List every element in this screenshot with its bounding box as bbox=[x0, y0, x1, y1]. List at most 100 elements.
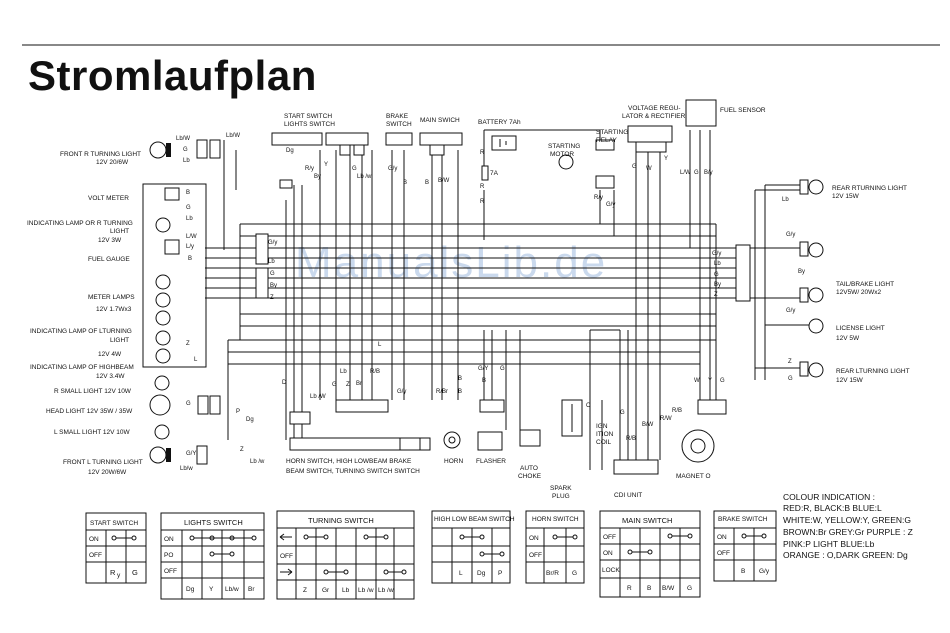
svg-text:W: W bbox=[646, 166, 652, 172]
svg-text:G: G bbox=[332, 382, 337, 388]
svg-text:L/W: L/W bbox=[186, 234, 197, 240]
svg-text:G/y: G/y bbox=[786, 232, 795, 238]
svg-text:Z: Z bbox=[346, 382, 350, 388]
svg-text:START SWITCH: START SWITCH bbox=[284, 113, 332, 120]
svg-text:Br: Br bbox=[356, 381, 362, 387]
svg-text:R: R bbox=[480, 150, 485, 156]
front-r-turning-light bbox=[149, 139, 221, 159]
svg-text:FRONT L TURNING LIGHT: FRONT L TURNING LIGHT bbox=[63, 459, 143, 466]
svg-text:P: P bbox=[498, 570, 502, 577]
svg-text:LIGHTS SWITCH: LIGHTS SWITCH bbox=[284, 121, 335, 128]
svg-text:R: R bbox=[480, 184, 485, 190]
svg-text:G: G bbox=[186, 205, 191, 211]
front-l-turning-light bbox=[149, 445, 208, 465]
svg-text:Lb: Lb bbox=[183, 158, 190, 164]
svg-text:G: G bbox=[270, 271, 275, 277]
svg-text:CDI UNIT: CDI UNIT bbox=[614, 492, 642, 499]
svg-text:G: G bbox=[632, 164, 637, 170]
svg-text:Lb/W: Lb/W bbox=[226, 133, 240, 139]
svg-text:G/y: G/y bbox=[397, 389, 406, 395]
svg-text:Gr: Gr bbox=[322, 587, 330, 594]
svg-text:R: R bbox=[627, 585, 632, 592]
svg-text:HORN: HORN bbox=[444, 458, 463, 465]
svg-text:Z: Z bbox=[270, 295, 274, 301]
svg-text:12V 3.4W: 12V 3.4W bbox=[96, 373, 125, 380]
svg-text:Y: Y bbox=[324, 162, 328, 168]
svg-text:Lb /W: Lb /W bbox=[310, 394, 326, 400]
svg-text:BATTERY 7Ah: BATTERY 7Ah bbox=[478, 119, 521, 126]
start-switch-table: START SWITCH ON OFF R y G bbox=[85, 512, 147, 584]
svg-text:12V5W/ 20Wx2: 12V5W/ 20Wx2 bbox=[836, 289, 882, 296]
svg-text:Z: Z bbox=[186, 341, 190, 347]
svg-text:G/y: G/y bbox=[268, 240, 277, 246]
svg-text:R/B: R/B bbox=[626, 436, 636, 442]
svg-text:START SWITCH: START SWITCH bbox=[90, 520, 138, 527]
svg-text:G/y: G/y bbox=[606, 202, 615, 208]
svg-text:FRONT R TURNING LIGHT: FRONT R TURNING LIGHT bbox=[60, 151, 141, 158]
svg-text:R SMALL LIGHT 12V 10W: R SMALL LIGHT 12V 10W bbox=[54, 388, 132, 395]
svg-text:R/W: R/W bbox=[660, 416, 672, 422]
svg-text:By: By bbox=[314, 174, 321, 180]
meter-panel bbox=[142, 183, 207, 368]
svg-text:12V 4W: 12V 4W bbox=[98, 351, 122, 358]
svg-text:BEAM SWITCH, TURNING SWITCH: BEAM SWITCH, TURNING SWITCH SWITCH bbox=[286, 468, 420, 475]
svg-text:Dg: Dg bbox=[186, 586, 195, 593]
svg-text:R/B: R/B bbox=[672, 408, 682, 414]
svg-text:G: G bbox=[183, 147, 188, 153]
svg-text:SPARK: SPARK bbox=[550, 485, 572, 492]
svg-text:Lb: Lb bbox=[268, 259, 275, 265]
svg-text:By: By bbox=[270, 283, 277, 289]
component-labels: FRONT R TURNING LIGHT 12V 20/6W VOLT MET… bbox=[27, 105, 910, 500]
svg-text:B: B bbox=[403, 180, 407, 186]
turning-switch-table: TURNING SWITCH OFF Z Gr Lb Lb /w Lb /w bbox=[276, 510, 415, 600]
svg-text:INDICATING LAMP OF LTURNING: INDICATING LAMP OF LTURNING bbox=[30, 328, 132, 335]
svg-text:REAR RTURNING LIGHT: REAR RTURNING LIGHT bbox=[832, 185, 907, 192]
svg-text:G: G bbox=[620, 410, 625, 416]
svg-text:Lb: Lb bbox=[714, 261, 721, 267]
svg-text:12V 20/6W: 12V 20/6W bbox=[96, 159, 129, 166]
svg-text:MAGNET O: MAGNET O bbox=[676, 473, 711, 480]
svg-text:LICENSE LIGHT: LICENSE LIGHT bbox=[836, 325, 885, 332]
svg-text:Dg: Dg bbox=[477, 570, 486, 577]
svg-text:Dg: Dg bbox=[246, 417, 254, 423]
svg-text:L/y: L/y bbox=[186, 244, 194, 250]
svg-text:AUTO: AUTO bbox=[520, 465, 538, 472]
svg-text:G: G bbox=[572, 570, 577, 577]
svg-text:Lb: Lb bbox=[342, 587, 350, 594]
svg-text:ON: ON bbox=[717, 534, 727, 541]
svg-text:Y: Y bbox=[209, 586, 214, 593]
svg-text:7A: 7A bbox=[490, 170, 499, 177]
svg-text:Lb/w: Lb/w bbox=[225, 586, 239, 593]
svg-text:B: B bbox=[458, 389, 462, 395]
regulator-and-fuel-sensor bbox=[627, 99, 717, 153]
horn-center bbox=[448, 436, 456, 444]
svg-text:Lb/w: Lb/w bbox=[180, 466, 193, 472]
svg-text:G: G bbox=[714, 272, 719, 278]
svg-text:OFF: OFF bbox=[717, 550, 730, 557]
svg-text:FUEL GAUGE: FUEL GAUGE bbox=[88, 256, 130, 263]
svg-text:FLASHER: FLASHER bbox=[476, 458, 506, 465]
svg-text:B/W: B/W bbox=[642, 422, 654, 428]
svg-text:B: B bbox=[425, 180, 429, 186]
svg-text:LOCK: LOCK bbox=[602, 567, 620, 574]
svg-text:OFF: OFF bbox=[164, 568, 177, 575]
svg-text:Lb /w: Lb /w bbox=[250, 459, 265, 465]
svg-text:BRAKE: BRAKE bbox=[386, 113, 409, 120]
svg-text:VOLT METER: VOLT METER bbox=[88, 195, 129, 202]
svg-text:TAIL/BRAKE LIGHT: TAIL/BRAKE LIGHT bbox=[836, 281, 894, 288]
svg-text:By: By bbox=[798, 269, 805, 275]
svg-text:B: B bbox=[647, 585, 651, 592]
svg-text:HIGH LOW BEAM SWITCH: HIGH LOW BEAM SWITCH bbox=[434, 516, 515, 523]
svg-text:G/Y: G/Y bbox=[478, 366, 488, 372]
svg-text:B: B bbox=[186, 190, 190, 196]
svg-text:BROWN:Br GREY:Gr PURPLE :: BROWN:Br GREY:Gr PURPLE : Z bbox=[783, 527, 913, 537]
svg-text:G: G bbox=[500, 366, 505, 372]
svg-text:VOLTAGE REGU-: VOLTAGE REGU- bbox=[628, 105, 681, 112]
bottom-switch-blocks bbox=[289, 399, 727, 475]
svg-text:ITION: ITION bbox=[596, 431, 614, 438]
watermark: ManualsLib.de bbox=[295, 238, 608, 287]
svg-text:SWITCH: SWITCH bbox=[386, 121, 412, 128]
svg-text:B: B bbox=[741, 568, 745, 575]
svg-text:IGN: IGN bbox=[596, 423, 608, 430]
